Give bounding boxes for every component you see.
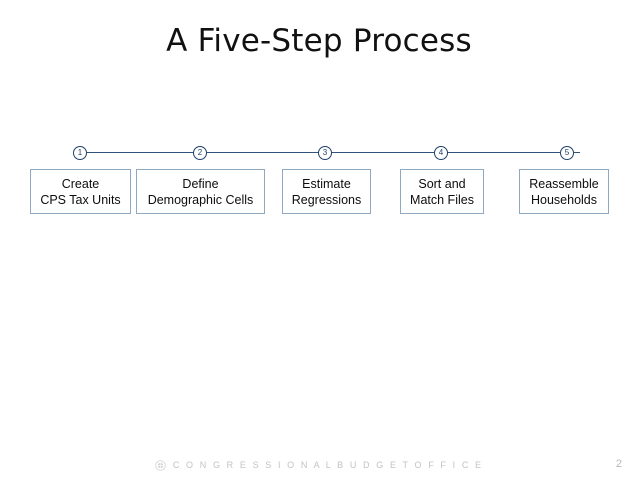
step-box-3-line-2: Regressions [291,192,362,207]
step-box-2[interactable]: Define Demographic Cells [136,169,265,214]
step-marker-2[interactable]: 2 [193,146,207,160]
cbo-seal-icon [155,459,166,471]
step-box-2-line-2: Demographic Cells [147,192,254,207]
step-box-1-line-2: CPS Tax Units [40,192,121,207]
step-marker-4[interactable]: 4 [434,146,448,160]
step-box-3[interactable]: Estimate Regressions [282,169,371,214]
step-box-5-line-1: Reassemble [529,176,599,191]
step-box-5-line-2: Households [530,192,597,207]
page-title: A Five-Step Process [166,23,472,59]
step-box-4[interactable]: Sort and Match Files [400,169,484,214]
step-box-1-line-1: Create [61,176,100,191]
step-marker-3[interactable]: 3 [318,146,332,160]
step-box-4-line-2: Match Files [410,192,474,207]
step-marker-1[interactable]: 1 [73,146,87,160]
step-box-2-line-1: Define [182,176,219,191]
step-marker-5[interactable]: 5 [560,146,574,160]
slide-footer: C O N G R E S S I O N A L B U D G E T O … [0,456,638,474]
footer-organization-label: C O N G R E S S I O N A L B U D G E T O … [172,460,484,470]
step-box-3-line-1: Estimate [302,176,351,191]
step-box-5[interactable]: Reassemble Households [519,169,609,214]
page-number: 2 [615,458,622,470]
step-box-4-line-1: Sort and [418,176,466,191]
step-box-1[interactable]: Create CPS Tax Units [30,169,131,214]
